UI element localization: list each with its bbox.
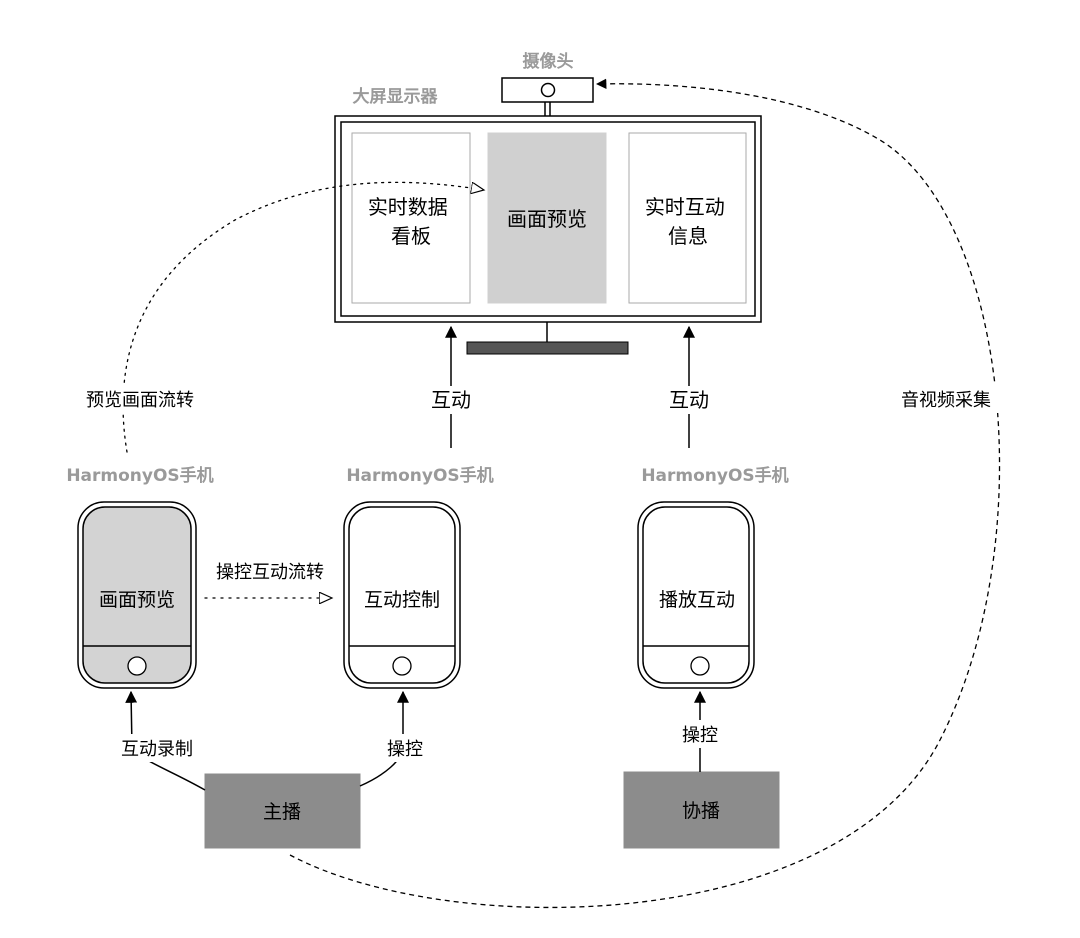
panel-preview-label: 画面预览	[507, 207, 587, 231]
camera-body	[501, 77, 594, 103]
camera-lens	[540, 82, 556, 98]
phone-3-title: HarmonyOS手机	[641, 465, 788, 486]
phone-2-title: HarmonyOS手机	[346, 465, 493, 486]
av-capture-connector	[289, 78, 1001, 909]
control-label-1: 操控	[387, 739, 423, 760]
phone-1-screen-label: 画面预览	[99, 589, 175, 611]
big-screen-display: 大屏显示器 实时数据 看板 画面预览 实时互动 信息	[334, 86, 762, 355]
camera-title: 摄像头	[523, 51, 574, 72]
phone-3-home-button	[690, 656, 710, 676]
display-title: 大屏显示器	[353, 86, 439, 107]
display-stand-base	[466, 341, 629, 355]
phone-2-screen-label: 互动控制	[364, 589, 440, 611]
camera: 摄像头	[501, 51, 594, 116]
phone-1-home-button	[127, 656, 147, 676]
host-label: 主播	[263, 801, 301, 823]
panel-realtime-interaction	[628, 132, 747, 304]
cohost-node	[623, 771, 780, 849]
interact-label-2: 互动	[669, 388, 709, 412]
cohost-label: 协播	[682, 800, 720, 822]
host-node	[204, 773, 361, 849]
panel-realtime-interaction-label: 实时互动 信息	[645, 195, 731, 248]
phone-3-screen-label: 播放互动	[659, 589, 735, 611]
panel-realtime-data	[351, 132, 471, 304]
panel-realtime-data-label: 实时数据 看板	[368, 195, 454, 248]
phone-2-home-button	[392, 656, 412, 676]
interact-label-1: 互动	[431, 388, 471, 412]
panel-preview	[487, 132, 607, 304]
phone-1: 画面预览	[77, 501, 197, 689]
control-label-2: 操控	[682, 725, 718, 746]
control-flow-label: 操控互动流转	[216, 562, 324, 583]
preview-flow-connector	[122, 181, 484, 453]
av-capture-label: 音视频采集	[901, 390, 991, 411]
phone-3: 播放互动	[637, 501, 755, 689]
phone-1-title: HarmonyOS手机	[66, 465, 213, 486]
record-label: 互动录制	[121, 739, 193, 760]
phone-2: 互动控制	[343, 501, 461, 689]
preview-flow-label: 预览画面流转	[86, 390, 194, 411]
